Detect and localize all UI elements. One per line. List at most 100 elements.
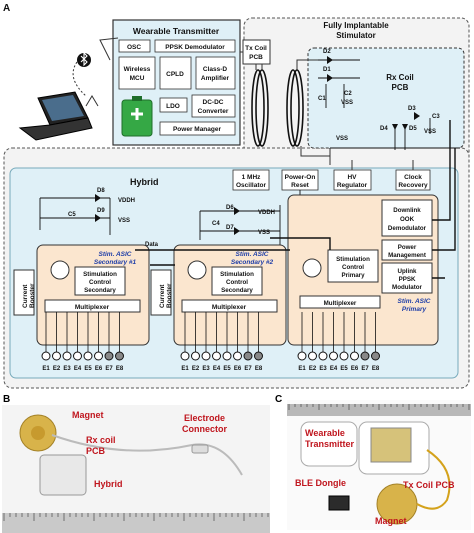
diode-d4 <box>392 124 398 130</box>
electrode-contact <box>212 351 221 361</box>
antenna-icon <box>99 37 119 61</box>
ldo-label: LDO <box>166 103 180 110</box>
dcdc-label-2: Converter <box>198 108 229 115</box>
asic1-mux-label: Multiplexer <box>75 304 110 311</box>
tx-coil-label-2: PCB <box>249 54 263 61</box>
class-d-label-1: Class-D <box>203 66 228 73</box>
ppsk-demod-label: PPSK Demodulator <box>165 44 225 51</box>
magnet-photo <box>31 426 45 440</box>
electrode-label: E3 <box>319 366 327 372</box>
asic2-title-2: Secondary #2 <box>231 259 274 266</box>
electrode-contact <box>94 351 103 361</box>
vss-label-1: VSS <box>341 100 353 106</box>
data-label-1: Data <box>145 242 159 248</box>
electrode-contact <box>243 351 253 361</box>
label-hybrid-b: Hybrid <box>94 479 123 489</box>
ruler <box>2 513 270 533</box>
battery-icon <box>121 96 153 137</box>
uplink-label-1: Uplink <box>398 268 417 275</box>
electrode-label: E2 <box>309 366 317 372</box>
power-manager-label: Power Manager <box>173 126 222 133</box>
hv-label-1: HV <box>347 174 357 181</box>
asic1-booster-label-1: Current <box>22 284 29 308</box>
asic3-mux-label: Multiplexer <box>324 300 357 307</box>
label-electrode-connector: Electrode Connector <box>182 413 227 435</box>
electrode-label: E8 <box>255 366 263 372</box>
diode-d3 <box>414 112 420 120</box>
panel-label-c: C <box>275 394 283 405</box>
vss-label-2: VSS <box>336 136 348 142</box>
vss-label-h1: VSS <box>118 218 130 224</box>
class-d-label-2: Amplifier <box>201 75 230 82</box>
electrode-label: E3 <box>202 366 210 372</box>
asic2-title-1: Stim. ASIC <box>236 251 269 258</box>
panel-label-a: A <box>3 3 10 14</box>
asic1-title-2: Secondary #1 <box>94 259 137 266</box>
mcu-block <box>118 56 156 90</box>
power-mgmt-label-2: Management <box>388 252 426 259</box>
electrode-label: E2 <box>53 366 61 372</box>
asic3-ctrl-2: Control <box>342 264 364 271</box>
uplink-label-2: PPSK <box>399 276 416 283</box>
vddh-label-2: VDDH <box>258 210 275 216</box>
ble-dongle-photo <box>328 495 350 511</box>
por-label-2: Reset <box>291 182 310 189</box>
asic3-mux <box>299 295 381 309</box>
rx-coil-pcb <box>307 47 465 149</box>
diode-d6 <box>234 207 240 215</box>
asic1-booster-label-2: Booster <box>29 283 36 308</box>
label-rx-coil-b-1: Rx coil <box>86 435 116 445</box>
power-mgmt-label-1: Power <box>398 244 417 251</box>
uplink-label-3: Modulator <box>392 284 422 291</box>
clock-label-1: Clock <box>404 174 422 181</box>
cpld-block <box>159 56 192 90</box>
asic2-mux-label: Multiplexer <box>212 304 247 311</box>
rx-coil-label-2: PCB <box>392 83 409 92</box>
asic2-control-block <box>211 266 263 296</box>
cpld-label: CPLD <box>166 71 184 78</box>
tx-coil-label-1: Tx Coil <box>245 45 267 52</box>
electrode-contact <box>297 351 307 361</box>
label-electrode-2: Connector <box>182 424 227 434</box>
stimulator-title-2: Stimulator <box>336 31 376 40</box>
osc-label-2: Oscillator <box>236 182 266 189</box>
asic2-booster <box>150 269 172 316</box>
electrode-label: E5 <box>223 366 231 372</box>
label-rx-coil-b: Rx coil PCB <box>86 435 116 457</box>
electrode-contact <box>318 351 328 361</box>
vddh-label-1: VDDH <box>118 198 135 204</box>
lead-wire <box>51 434 243 476</box>
asic1-title-1: Stim. ASIC <box>99 251 132 258</box>
d9-label: D9 <box>97 208 105 214</box>
asic1-booster <box>13 269 35 316</box>
downlink-label-3: Demodulator <box>388 225 427 232</box>
electrode-contact <box>115 351 124 361</box>
ppsk-demod-block <box>154 39 236 53</box>
label-wearable-2: Transmitter <box>305 439 355 449</box>
vss-label-3: VSS <box>424 129 436 135</box>
mcu-label-1: Wireless <box>124 66 151 73</box>
label-tx-coil-pcb: Tx Coil PCB <box>403 480 455 490</box>
electrode-label: E6 <box>351 366 359 372</box>
asic2-ctrl-1: Stimulation <box>220 271 254 278</box>
dcdc-block <box>191 94 236 118</box>
electrode-label: E7 <box>244 366 252 372</box>
electrode-contact <box>52 351 61 361</box>
battery-photo <box>370 427 412 463</box>
electrode-label: E6 <box>95 366 103 372</box>
label-magnet-c: Magnet <box>375 516 407 526</box>
panel-label-b: B <box>3 394 11 405</box>
electrode-contact <box>308 351 317 361</box>
asic2-current-source <box>187 260 207 280</box>
electrode-contact <box>254 351 263 361</box>
photo-b: Magnet Rx coil PCB Electrode Connector H… <box>2 405 270 533</box>
stimulator-title-1: Fully Implantable <box>323 21 389 30</box>
asic3-title-2: Primary <box>402 306 427 313</box>
label-rx-coil-b-2: PCB <box>86 446 106 456</box>
asic3-current-source <box>302 258 322 278</box>
vss-label-h2: VSS <box>258 230 270 236</box>
label-magnet-b: Magnet <box>72 410 104 420</box>
electrode-contact <box>233 351 242 361</box>
asic1-ctrl-2: Control <box>89 279 111 286</box>
hybrid-title: Hybrid <box>130 177 159 187</box>
